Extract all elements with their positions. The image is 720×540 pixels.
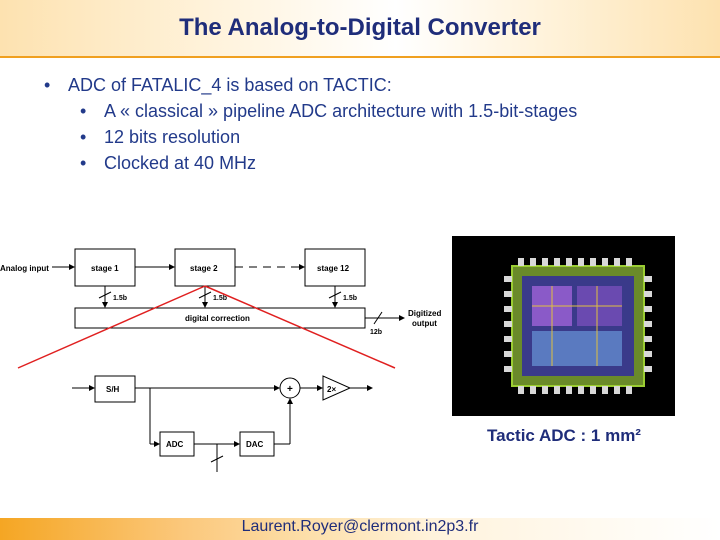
- stage-12-box: [304, 248, 366, 287]
- bullet-main: • ADC of FATALIC_4 is based on TACTIC:: [42, 72, 577, 98]
- bullet-dot: •: [44, 75, 51, 95]
- bullet-dot: •: [80, 127, 87, 147]
- footer-bar: [0, 518, 720, 540]
- analog-input-label: Analog input: [0, 264, 49, 273]
- bullet-sub-1: • A « classical » pipeline ADC architect…: [42, 98, 577, 124]
- digitized-label: Digitized: [408, 309, 441, 318]
- bullet-list: • ADC of FATALIC_4 is based on TACTIC: •…: [42, 72, 577, 176]
- slide-title: The Analog-to-Digital Converter: [179, 14, 541, 41]
- pipeline-adc-diagram: Analog input stage 1 stage 2 stage 12 1.…: [0, 248, 441, 472]
- stage-2-label: stage 2: [190, 264, 218, 273]
- title-bar: [0, 0, 720, 58]
- stage-1-bits: 1.5b: [113, 295, 127, 302]
- sample-hold-label: S/H: [106, 385, 120, 394]
- bullet-sub-text: Clocked at 40 MHz: [104, 153, 257, 173]
- output-bits: 12b: [370, 329, 382, 336]
- bullet-sub-text: A « classical » pipeline ADC architectur…: [104, 101, 578, 121]
- gain-label: 2×: [327, 385, 336, 394]
- stage-12-label: stage 12: [317, 264, 350, 273]
- stage-1-label: stage 1: [91, 264, 119, 273]
- sub-adc-label: ADC: [166, 440, 184, 449]
- sub-adc-box: [159, 431, 195, 457]
- summing-plus: +: [287, 384, 293, 395]
- chip-caption: Tactic ADC : 1 mm²: [487, 426, 641, 445]
- stage-1-box: [74, 248, 136, 287]
- bullet-sub-2: • 12 bits resolution: [42, 124, 577, 150]
- sample-hold-box: [94, 375, 136, 403]
- dac-label: DAC: [246, 440, 264, 449]
- output-label: output: [412, 319, 437, 328]
- gain-amplifier: [322, 375, 352, 401]
- tactic-chip-layout-image: [452, 236, 675, 416]
- bullet-sub-text: 12 bits resolution: [104, 127, 241, 147]
- stage-12-bits: 1.5b: [343, 295, 357, 302]
- digital-correction-label: digital correction: [185, 314, 250, 323]
- bullet-main-text: ADC of FATALIC_4 is based on TACTIC:: [68, 75, 392, 95]
- bullet-dot: •: [80, 101, 87, 121]
- bullet-dot: •: [80, 153, 87, 173]
- stage-2-bits: 1.5b: [213, 295, 227, 302]
- footer-email: Laurent.Royer@clermont.in2p3.fr: [241, 518, 479, 535]
- bullet-sub-3: • Clocked at 40 MHz: [42, 150, 577, 176]
